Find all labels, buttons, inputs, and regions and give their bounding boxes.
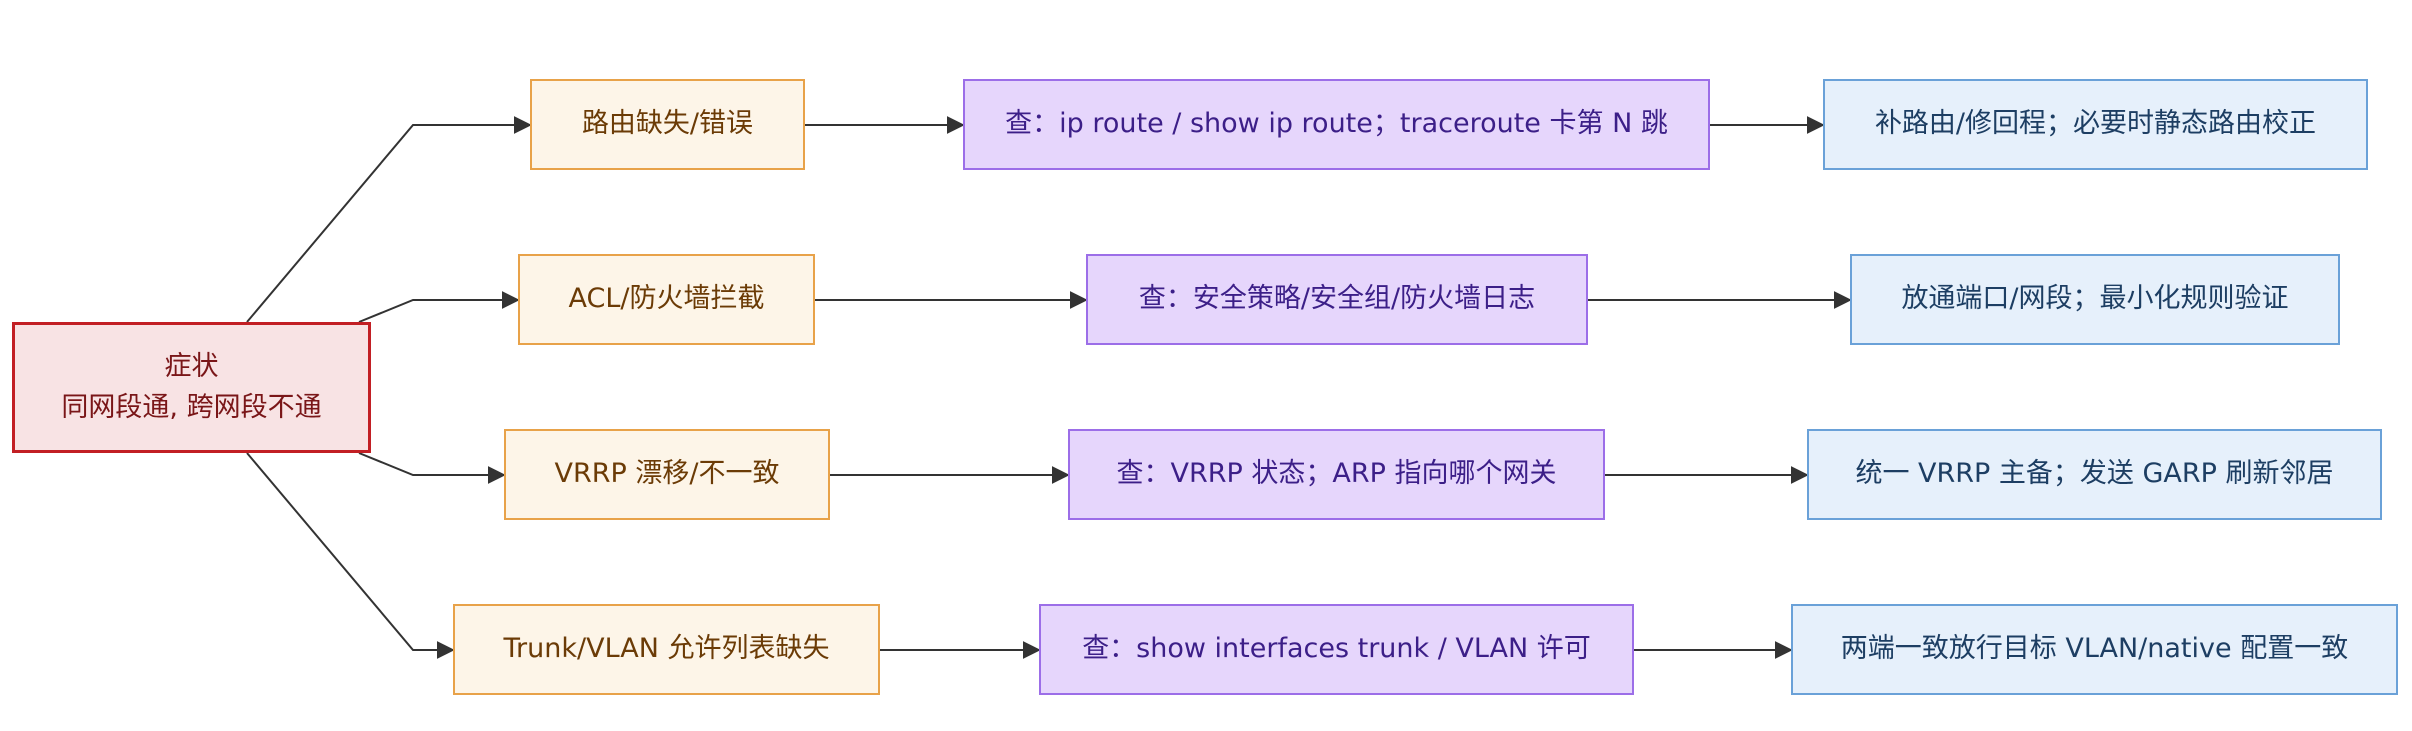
fix-label: 两端一致放行目标 VLAN/native 配置一致 (1840, 633, 2349, 665)
check-label: 查：ip route / show ip route；traceroute 卡第… (1005, 108, 1668, 140)
symptom-node: 症状 同网段通, 跨网段不通 (12, 322, 371, 453)
symptom-title: 症状 (164, 351, 219, 382)
cause-label: Trunk/VLAN 允许列表缺失 (503, 633, 830, 665)
cause-label: ACL/防火墙拦截 (568, 283, 765, 315)
check-node-routing: 查：ip route / show ip route；traceroute 卡第… (963, 79, 1710, 170)
fix-node-vrrp: 统一 VRRP 主备；发送 GARP 刷新邻居 (1807, 429, 2382, 520)
cause-node-acl: ACL/防火墙拦截 (518, 254, 815, 345)
cause-node-trunk-vlan: Trunk/VLAN 允许列表缺失 (453, 604, 880, 695)
fix-node-trunk-vlan: 两端一致放行目标 VLAN/native 配置一致 (1791, 604, 2398, 695)
fix-label: 放通端口/网段；最小化规则验证 (1901, 283, 2289, 315)
edge-root-to-cause-1 (246, 116, 532, 323)
fix-label: 统一 VRRP 主备；发送 GARP 刷新邻居 (1855, 458, 2334, 490)
check-node-acl: 查：安全策略/安全组/防火墙日志 (1086, 254, 1588, 345)
cause-node-vrrp: VRRP 漂移/不一致 (504, 429, 830, 520)
edge-root-to-cause-3 (358, 452, 506, 484)
cause-label: 路由缺失/错误 (581, 108, 754, 140)
cause-label: VRRP 漂移/不一致 (554, 458, 780, 490)
fix-label: 补路由/修回程；必要时静态路由校正 (1874, 108, 2317, 140)
fix-node-acl: 放通端口/网段；最小化规则验证 (1850, 254, 2340, 345)
check-label: 查：安全策略/安全组/防火墙日志 (1138, 283, 1536, 315)
edge-root-to-cause-2 (358, 291, 520, 323)
check-label: 查：show interfaces trunk / VLAN 许可 (1082, 633, 1591, 665)
check-label: 查：VRRP 状态；ARP 指向哪个网关 (1116, 458, 1557, 490)
check-node-vrrp: 查：VRRP 状态；ARP 指向哪个网关 (1068, 429, 1605, 520)
fix-node-routing: 补路由/修回程；必要时静态路由校正 (1823, 79, 2368, 170)
edge-root-to-cause-4 (246, 452, 455, 659)
cause-node-routing: 路由缺失/错误 (530, 79, 805, 170)
symptom-description: 同网段通, 跨网段不通 (61, 391, 322, 423)
check-node-trunk-vlan: 查：show interfaces trunk / VLAN 许可 (1039, 604, 1634, 695)
